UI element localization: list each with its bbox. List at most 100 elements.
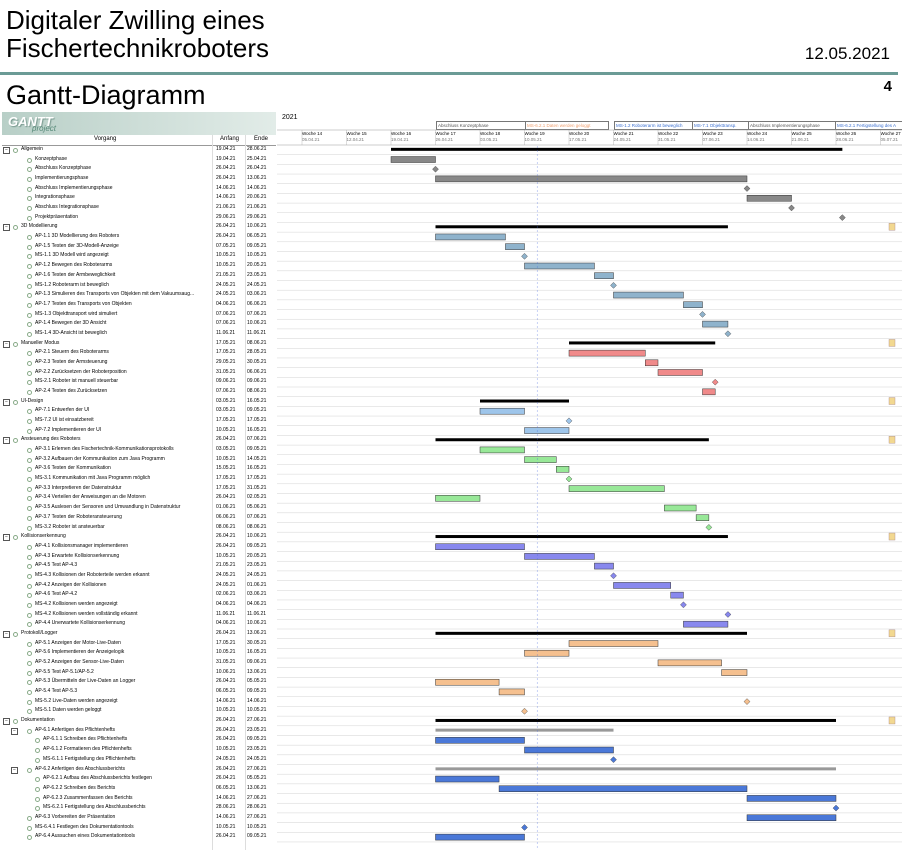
task-end: 09.05.21 bbox=[247, 688, 267, 695]
table-row[interactable]: MS-4.3 Kollisionen der Roboterteile werd… bbox=[0, 571, 277, 580]
table-row[interactable]: AP-3.1 Erlernen des Fischertechnik-Kommu… bbox=[0, 445, 277, 454]
table-row[interactable]: AP-3.2 Aufbauen der Kommunikation zum Ja… bbox=[0, 455, 277, 464]
task-start: 10.06.21 bbox=[216, 668, 236, 675]
table-row[interactable]: AP-3.4 Verteilen der Anweisungen an die … bbox=[0, 493, 277, 502]
collapse-toggle-icon[interactable]: − bbox=[3, 718, 10, 726]
table-row[interactable]: −AP-6.2 Anfertigen des Abschlussberichts… bbox=[0, 765, 277, 774]
task-name: AP-6.2.2 Schreiben des Berichts bbox=[43, 784, 116, 791]
collapse-toggle-icon[interactable]: − bbox=[3, 437, 10, 445]
collapse-toggle-icon[interactable]: − bbox=[3, 224, 10, 232]
collapse-toggle-icon[interactable]: − bbox=[3, 631, 10, 638]
task-name: AP-6.4 Aussuchen eines Dokumentationtool… bbox=[35, 833, 136, 840]
table-row[interactable]: MS-4.2 Kollisionen werden vollständig er… bbox=[0, 610, 277, 619]
logo-brand: GANTT bbox=[8, 114, 53, 129]
table-row[interactable]: MS-6.2.1 Fertigstellung des Abschlussber… bbox=[0, 803, 277, 812]
collapse-toggle-icon[interactable]: − bbox=[3, 340, 10, 348]
table-row[interactable]: MS-3.1 Kommunikation mit Java Programm m… bbox=[0, 474, 277, 483]
table-row[interactable]: AP-5.3 Übermitteln der Live-Daten an Log… bbox=[0, 677, 277, 686]
table-row[interactable]: MS-6.1.1 Fertigstellung des Pflichtenhef… bbox=[0, 755, 277, 764]
table-row[interactable]: AP-1.7 Testen des Transports von Objekte… bbox=[0, 300, 277, 309]
table-row[interactable]: AP-3.5 Auslesen der Sensoren und Umwandl… bbox=[0, 503, 277, 512]
collapse-toggle-icon[interactable]: − bbox=[11, 727, 18, 735]
collapse-toggle-icon[interactable]: − bbox=[3, 398, 10, 406]
column-header-end[interactable]: Ende bbox=[254, 136, 269, 142]
task-bullet-icon bbox=[27, 157, 32, 163]
column-header-task[interactable]: Vorgang bbox=[94, 136, 117, 142]
task-start: 03.05.21 bbox=[216, 397, 236, 404]
note-icon bbox=[888, 397, 896, 405]
collapse-toggle-icon[interactable]: − bbox=[11, 766, 18, 774]
task-end: 08.06.21 bbox=[247, 339, 267, 346]
milestone-diamond bbox=[832, 804, 840, 812]
table-row[interactable]: AP-6.2.1 Aufbau des Abschlussberichts fe… bbox=[0, 774, 277, 783]
summary-bar bbox=[480, 399, 569, 403]
table-row[interactable]: AP-1.3 Simulieren des Transports von Obj… bbox=[0, 290, 277, 299]
task-bar bbox=[435, 737, 525, 744]
collapse-toggle-icon[interactable]: − bbox=[3, 534, 10, 542]
table-row[interactable]: MS-6.4.1 Festlegen des Dokumentationtool… bbox=[0, 823, 277, 832]
task-start: 24.05.21 bbox=[216, 291, 236, 298]
summary-bar bbox=[435, 438, 709, 442]
task-end: 29.06.21 bbox=[247, 213, 267, 220]
table-row[interactable]: AP-6.4 Aussuchen eines Dokumentationtool… bbox=[0, 832, 277, 841]
collapse-toggle-icon[interactable]: − bbox=[3, 147, 10, 154]
column-header-start[interactable]: Anfang bbox=[220, 136, 240, 142]
